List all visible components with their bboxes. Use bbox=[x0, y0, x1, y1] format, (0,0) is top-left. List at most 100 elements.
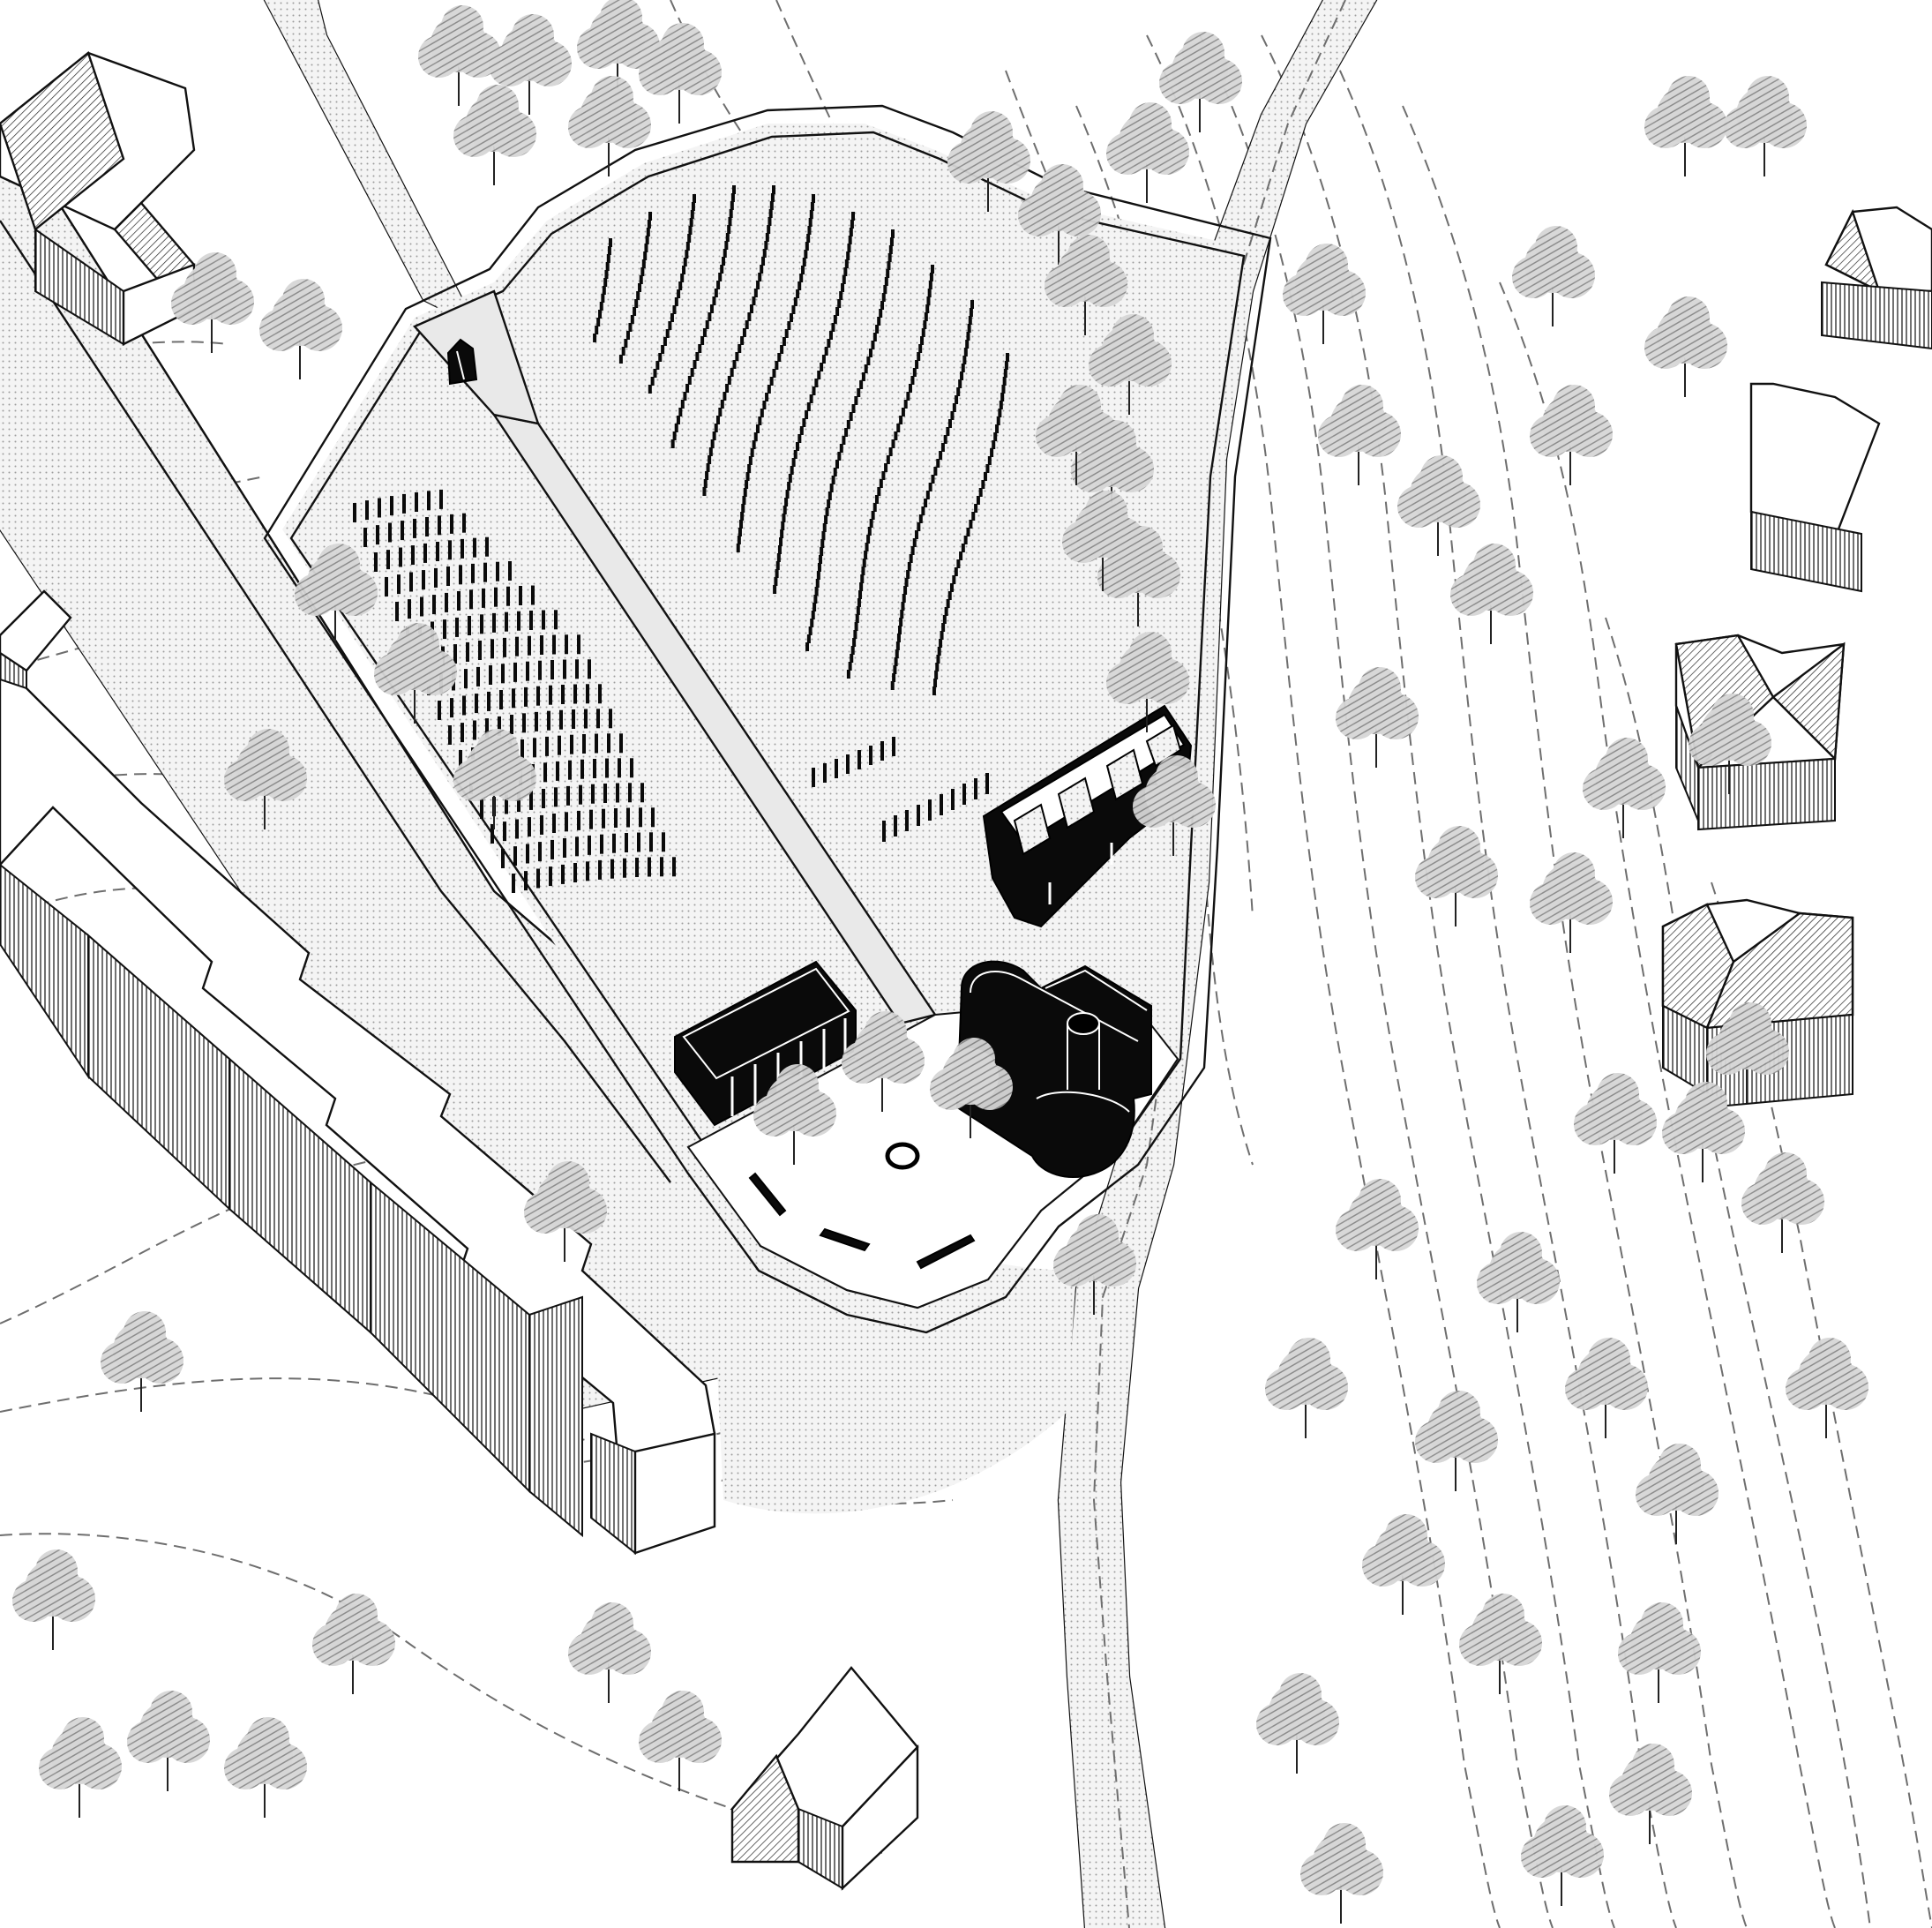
grave-marker-icon bbox=[648, 857, 651, 877]
tree-icon bbox=[930, 1038, 1013, 1138]
grave-marker-icon bbox=[529, 611, 533, 630]
grave-marker-icon bbox=[485, 536, 489, 557]
grave-marker-icon bbox=[931, 475, 935, 484]
grave-marker-icon bbox=[983, 472, 987, 481]
grave-marker-icon bbox=[490, 824, 494, 844]
grave-marker-icon bbox=[820, 363, 824, 371]
grave-marker-icon bbox=[543, 762, 547, 783]
grave-marker-icon bbox=[600, 834, 603, 854]
grave-marker-icon bbox=[932, 686, 936, 695]
grave-marker-icon bbox=[871, 341, 875, 349]
grave-marker-icon bbox=[824, 515, 828, 524]
grave-marker-icon bbox=[505, 794, 508, 814]
grave-marker-icon bbox=[670, 313, 674, 322]
grave-marker-icon bbox=[891, 439, 895, 448]
grave-marker-icon bbox=[858, 590, 863, 599]
grave-marker-icon bbox=[812, 386, 816, 395]
grave-marker-icon bbox=[545, 736, 549, 756]
grave-marker-icon bbox=[902, 594, 906, 603]
grave-marker-icon bbox=[864, 364, 868, 373]
grave-marker-icon bbox=[748, 456, 753, 465]
tree-icon bbox=[39, 1717, 122, 1818]
grave-marker-icon bbox=[365, 500, 369, 521]
grave-marker-icon bbox=[672, 305, 677, 314]
grave-marker-icon bbox=[762, 401, 767, 409]
grave-marker-icon bbox=[730, 368, 734, 377]
tree-icon bbox=[1336, 1179, 1419, 1279]
grave-marker-icon bbox=[703, 479, 708, 488]
grave-marker-icon bbox=[505, 611, 508, 632]
grave-marker-icon bbox=[775, 561, 780, 570]
grave-marker-icon bbox=[672, 857, 676, 877]
grave-marker-icon bbox=[835, 307, 840, 316]
grave-marker-icon bbox=[515, 636, 519, 656]
grave-marker-icon bbox=[579, 784, 582, 805]
grave-marker-icon bbox=[894, 815, 897, 836]
grave-marker-icon bbox=[647, 220, 651, 229]
grave-marker-icon bbox=[730, 201, 734, 210]
grave-marker-icon bbox=[775, 361, 779, 370]
grave-marker-icon bbox=[859, 582, 864, 591]
grave-marker-icon bbox=[607, 246, 611, 255]
grave-marker-icon bbox=[538, 842, 542, 862]
grave-marker-icon bbox=[658, 353, 663, 362]
grave-marker-icon bbox=[483, 562, 487, 582]
grave-marker-icon bbox=[769, 377, 774, 386]
grave-marker-icon bbox=[962, 784, 966, 805]
grave-marker-icon bbox=[626, 807, 630, 828]
grave-marker-icon bbox=[880, 301, 885, 310]
grave-marker-icon bbox=[910, 546, 915, 555]
grave-marker-icon bbox=[712, 296, 716, 305]
grave-marker-icon bbox=[776, 553, 781, 562]
grave-marker-icon bbox=[677, 289, 681, 298]
tree-icon bbox=[1530, 852, 1613, 953]
grave-marker-icon bbox=[967, 324, 971, 333]
grave-marker-icon bbox=[741, 504, 745, 513]
grave-marker-icon bbox=[582, 734, 586, 754]
grave-marker-icon bbox=[423, 543, 427, 563]
grave-marker-icon bbox=[660, 857, 663, 877]
tree-icon bbox=[1362, 1514, 1445, 1615]
grave-marker-icon bbox=[963, 536, 968, 544]
grave-marker-icon bbox=[804, 250, 808, 259]
grave-marker-icon bbox=[709, 304, 714, 313]
grave-marker-icon bbox=[513, 662, 517, 682]
grave-marker-icon bbox=[961, 364, 965, 372]
tree-icon bbox=[639, 1691, 722, 1791]
grave-marker-icon bbox=[917, 522, 921, 531]
grave-marker-icon bbox=[621, 347, 625, 356]
grave-marker-icon bbox=[784, 329, 789, 338]
grave-marker-icon bbox=[955, 395, 959, 404]
grave-marker-icon bbox=[708, 447, 713, 456]
grave-marker-icon bbox=[769, 201, 774, 210]
grave-marker-icon bbox=[533, 738, 536, 758]
grave-marker-icon bbox=[812, 768, 815, 787]
grave-marker-icon bbox=[501, 849, 505, 868]
tree-icon bbox=[1265, 1338, 1348, 1438]
grave-marker-icon bbox=[443, 619, 446, 640]
grave-marker-icon bbox=[869, 519, 873, 528]
chapel bbox=[955, 960, 1152, 1178]
grave-marker-icon bbox=[655, 361, 660, 370]
grave-marker-icon bbox=[563, 659, 566, 679]
grave-marker-icon bbox=[540, 635, 543, 655]
grave-marker-icon bbox=[785, 490, 790, 499]
tree-icon bbox=[1636, 1444, 1719, 1544]
grave-marker-icon bbox=[924, 312, 928, 321]
grave-marker-icon bbox=[823, 763, 827, 783]
grave-marker-icon bbox=[810, 619, 814, 627]
grave-marker-icon bbox=[806, 234, 811, 243]
grave-marker-icon bbox=[961, 544, 965, 552]
grave-marker-icon bbox=[689, 218, 693, 227]
grave-marker-icon bbox=[542, 789, 545, 808]
grave-marker-icon bbox=[879, 309, 883, 318]
grave-marker-icon bbox=[628, 783, 632, 803]
grave-marker-icon bbox=[768, 209, 773, 218]
grave-marker-icon bbox=[998, 409, 1002, 417]
tree-icon bbox=[639, 23, 722, 124]
grave-marker-icon bbox=[607, 733, 610, 754]
grave-marker-icon bbox=[772, 369, 776, 378]
grave-marker-icon bbox=[450, 514, 453, 534]
grave-marker-icon bbox=[536, 686, 540, 706]
grave-marker-icon bbox=[912, 538, 917, 547]
